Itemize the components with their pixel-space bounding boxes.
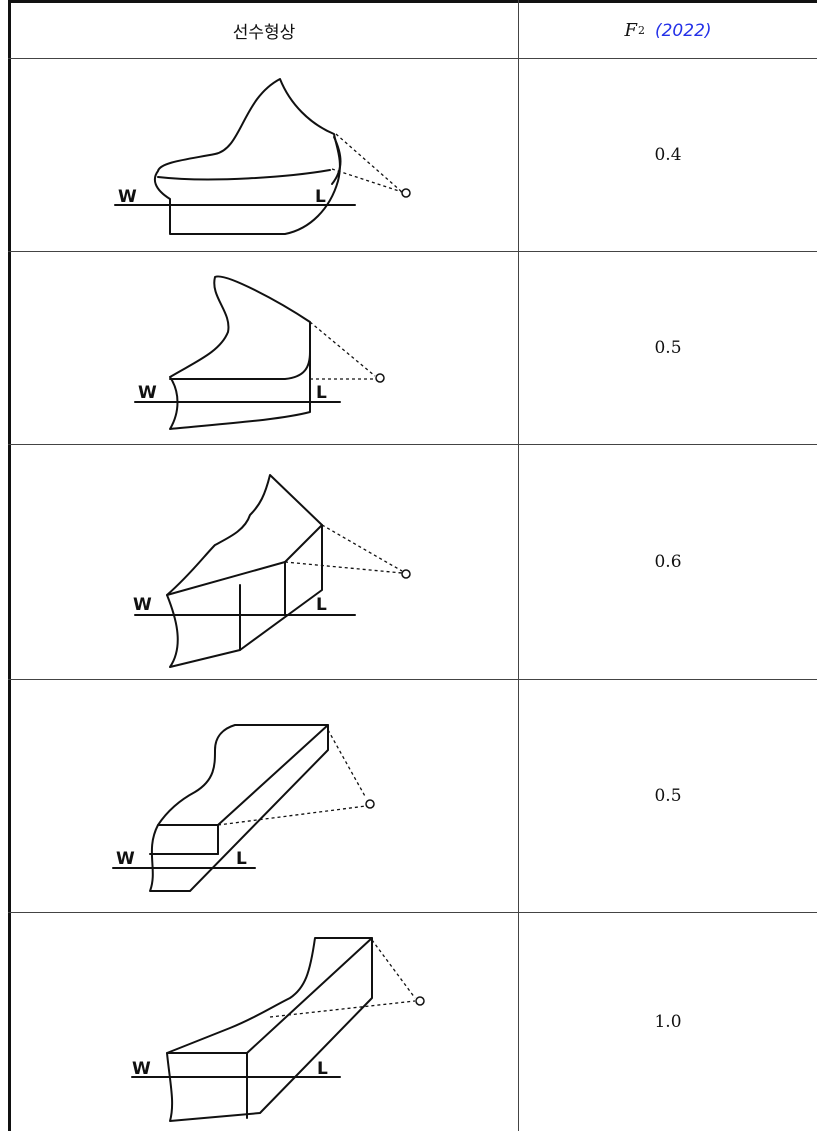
row-divider: [8, 251, 817, 252]
factor-value-cell-1: 0.4: [519, 59, 817, 251]
length-label: L: [316, 383, 327, 403]
bow-shape-figure-3: W L: [10, 445, 518, 679]
row-divider: [8, 58, 817, 59]
row-divider: [8, 912, 817, 913]
factor-value: 1.0: [654, 1012, 682, 1032]
bow-shape-figure-2: W L: [10, 252, 518, 444]
header-bow-shape-label: 선수형상: [232, 23, 296, 43]
factor-value: 0.6: [654, 552, 682, 572]
waterline-label: W: [132, 1059, 151, 1079]
factor-value: 0.4: [654, 145, 682, 165]
factor-subscript: 2: [637, 24, 645, 37]
factor-year: (2022): [654, 20, 712, 41]
factor-symbol: F: [624, 20, 637, 41]
bow-shape-figure-5: W L: [10, 913, 518, 1131]
waterline-label: W: [118, 187, 137, 207]
bow-shape-figure-4: W L: [10, 680, 518, 912]
length-label: L: [317, 1059, 328, 1079]
waterline-label: W: [138, 383, 157, 403]
length-label: L: [315, 187, 326, 207]
table-left-border: [8, 0, 11, 1131]
table-top-border: [8, 0, 817, 3]
header-bow-shape: 선수형상: [10, 3, 518, 58]
factor-value: 0.5: [654, 786, 682, 806]
factor-value-cell-5: 1.0: [519, 913, 817, 1131]
factor-value-cell-4: 0.5: [519, 680, 817, 912]
waterline-label: W: [116, 849, 135, 869]
bow-shape-figure-1: W L: [10, 59, 518, 251]
waterline-label: W: [133, 595, 152, 615]
factor-value-cell-3: 0.6: [519, 445, 817, 679]
row-divider: [8, 679, 817, 680]
factor-value-cell-2: 0.5: [519, 252, 817, 444]
column-divider: [518, 0, 519, 1131]
length-label: L: [236, 849, 247, 869]
row-divider: [8, 444, 817, 445]
factor-value: 0.5: [654, 338, 682, 358]
length-label: L: [316, 595, 327, 615]
